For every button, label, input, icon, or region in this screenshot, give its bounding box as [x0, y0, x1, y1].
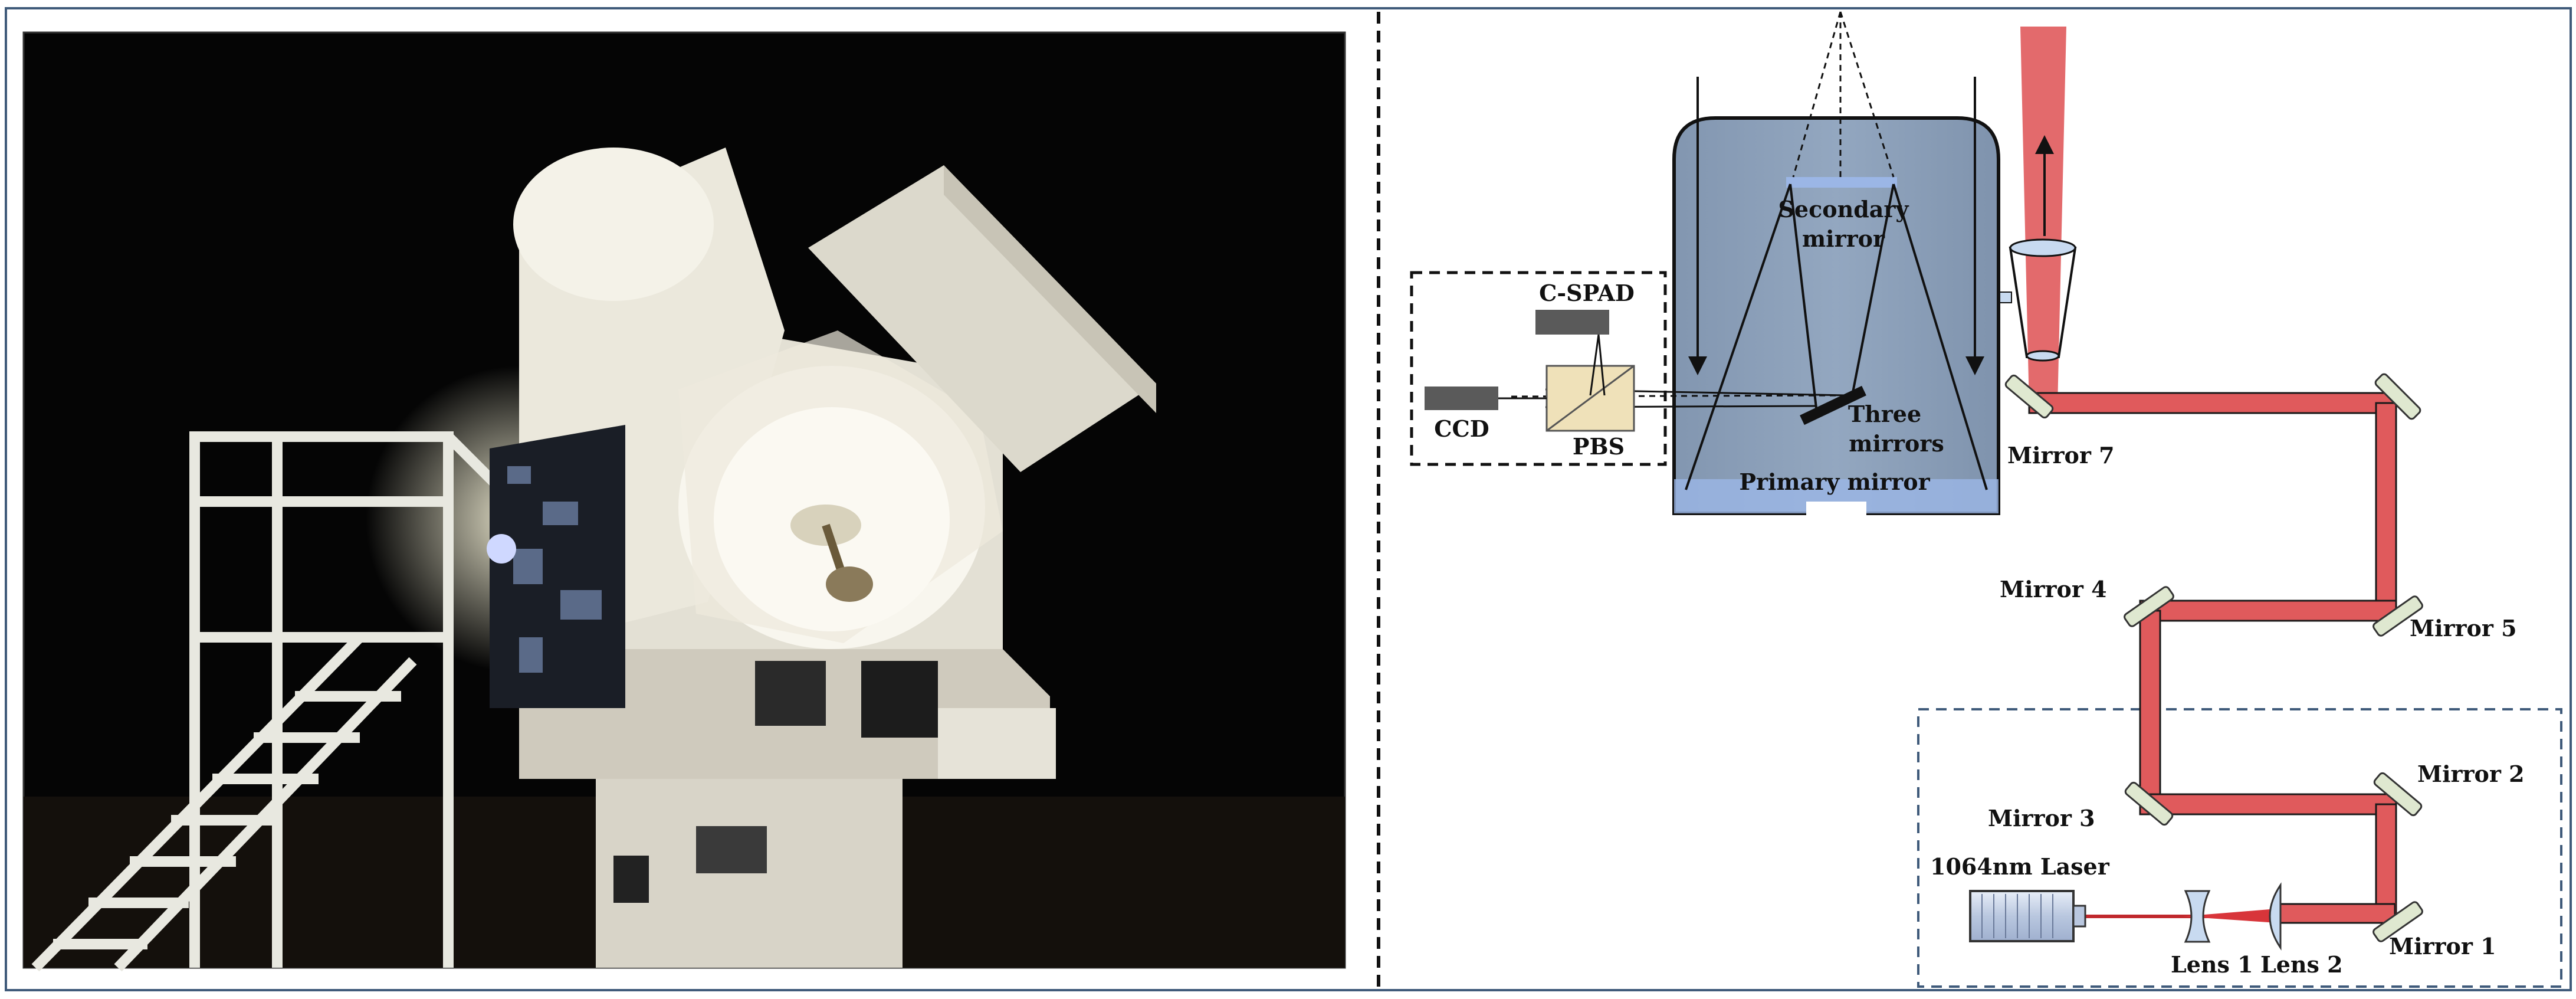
label-secondary-2: mirror	[1802, 225, 1885, 252]
label-lens1: Lens 1	[2171, 951, 2253, 978]
optical-diagram: Secondary mirror Three mirrors Primary m…	[1410, 11, 2562, 988]
laser-body	[1969, 890, 2075, 942]
lens-1	[2184, 890, 2211, 943]
top-box	[808, 165, 1156, 472]
label-secondary-1: Secondary	[1778, 196, 1909, 222]
detector-box	[1410, 271, 1667, 466]
c-spad-detector	[1535, 310, 1609, 335]
inner-rays	[1685, 184, 1988, 490]
mirrors	[2004, 373, 2423, 942]
label-primary: Primary mirror	[1739, 469, 1930, 495]
label-mirror4: Mirror 4	[2000, 576, 2107, 602]
spad-rays	[1589, 334, 1606, 396]
primary-mirror-hole	[1806, 502, 1866, 519]
transmitter-box	[1917, 708, 2562, 988]
label-lens2: Lens 2	[2260, 951, 2343, 978]
mirror-3	[2124, 781, 2174, 826]
ccd-detector	[1425, 387, 1498, 410]
three-mirrors-element	[1800, 385, 1866, 425]
label-c-spad: C-SPAD	[1539, 280, 1635, 306]
telescope-photo	[22, 31, 1346, 972]
mirror-6	[2374, 373, 2421, 420]
incoming-cone	[1792, 11, 1895, 178]
label-three-1: Three	[1848, 401, 1921, 427]
mirror-1	[2372, 901, 2423, 942]
label-mirror1: Mirror 1	[2389, 933, 2496, 959]
mirror-7	[2004, 374, 2054, 419]
beam-path	[2028, 392, 2397, 924]
mirror-4	[2124, 586, 2174, 627]
label-mirror2: Mirror 2	[2417, 761, 2525, 787]
secondary-mirror	[1786, 177, 1897, 188]
outer-border	[5, 7, 2572, 991]
staircase	[31, 431, 511, 972]
telescope-body	[1672, 116, 2000, 515]
label-ccd: CCD	[1434, 415, 1489, 442]
label-pbs: PBS	[1573, 433, 1625, 460]
label-laser: 1064nm Laser	[1930, 853, 2110, 880]
label-mirror7: Mirror 7	[2007, 442, 2115, 469]
side-box	[938, 708, 1056, 779]
label-three-2: mirrors	[1849, 430, 1944, 457]
label-mirror5: Mirror 5	[2410, 615, 2517, 641]
label-mirror3: Mirror 3	[1988, 805, 2095, 831]
mirror-2	[2373, 772, 2423, 817]
mirror-5	[2372, 595, 2423, 637]
lens-2	[2269, 882, 2282, 951]
